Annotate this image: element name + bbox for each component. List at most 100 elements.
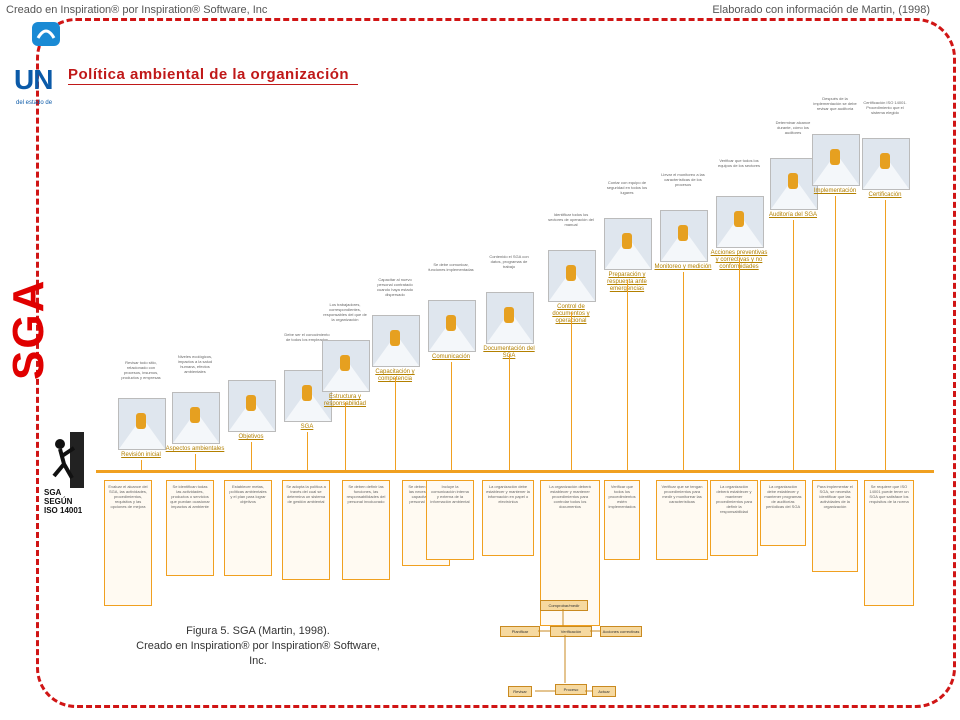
stage-label: Comunicación [431,354,471,360]
standard-label: SGA SEGÚN ISO 14001 [44,488,82,515]
flow-bottom-right: Actuar [592,686,616,697]
stage-item: Aspectos ambientales Niveles ecológicos, … [166,354,225,453]
stage-description: Revisar todo sitio, relacionado con proc… [121,360,161,380]
flow-right: Acciones correctivas [600,626,642,637]
side-label: SGA [4,278,53,380]
figure-caption: Figura 5. SGA (Martin, 1998). Creado en … [118,624,398,669]
caption-line1: Figura 5. SGA (Martin, 1998). [186,625,330,637]
stage-label: Objetivos [238,434,264,440]
climber-photo-icon [322,340,370,392]
caption-line2: Creado en Inspiration® por Inspiration® … [136,640,380,652]
description-box: Evaluar el alcance del SGA, las activida… [104,480,152,606]
stage-description: Identificar todos los sectores de operac… [548,212,594,227]
university-logo: UN del estado de [8,20,76,106]
stage-connector [251,442,252,470]
description-box: Se adopta la política a través del cual … [282,480,330,580]
stage-item: Preparación y respuesta ante emergencias… [604,180,657,293]
stage-description: Debe ser el conocimiento de todos los em… [284,332,330,342]
stage-connector [307,432,308,470]
stage-description: Determinar alcance durante, cómo los aud… [775,120,811,135]
stage-connector [835,196,836,470]
climber-photo-icon [716,196,764,248]
stage-connector [141,460,142,470]
standard-line1: SGA [44,488,62,497]
stage-connector [195,454,196,470]
stage-label: Monitoreo y medición [654,264,712,270]
climber-photo-icon [428,300,476,352]
stage-label: Auditoría del SGA [768,212,818,218]
stage-connector [793,220,794,470]
climber-photo-icon [172,392,220,444]
stage-label: Revisión inicial [121,452,161,458]
stage-connector [627,280,628,470]
climber-photo-icon [862,138,910,190]
climber-photo-icon [812,134,860,186]
flow-bottom-left: Revisar [508,686,532,697]
stage-label: Certificación [868,192,902,198]
climber-photo-icon [372,315,420,367]
stage-connector [509,354,510,470]
stage-description: Después de la implementación se debe rev… [813,96,857,111]
title-block: Política ambiental de la organización [68,66,358,85]
flow-top: Comprobar/medir [540,600,588,611]
stage-item: Objetivos [228,380,281,441]
stage-description: Contenido el SGA con datos, programas de… [489,254,529,269]
climber-photo-icon [228,380,276,432]
description-box: Para implementar el SGA, se necesita ide… [812,480,858,572]
logo-emblem-icon [32,22,60,46]
stage-connector [345,402,346,470]
standard-line3: ISO 14001 [44,506,83,515]
header-left-text: Creado en Inspiration® por Inspiration® … [6,4,268,16]
description-box: Verificar que se tengan procedimientos p… [656,480,708,560]
climber-photo-icon [548,250,596,302]
description-box: Se deben definir las funciones, las resp… [342,480,390,580]
stage-label: Aspectos ambientales [165,446,225,452]
description-box: La organización debe establecer y manten… [482,480,534,556]
stage-connector [739,258,740,470]
description-box: Verificar que todos los procedimientos e… [604,480,640,560]
stage-description: Los trabajadores, correspondientes, resp… [323,302,367,322]
stage-description: Niveles ecológicos, impactos a la salud … [177,354,213,374]
page-title: Política ambiental de la organización [68,66,350,83]
climber-photo-icon [118,398,166,450]
flow-connectors [535,609,600,692]
description-box: La organización debe establecer y manten… [760,480,806,546]
description-box: Se identifican todas las actividades, pr… [166,480,214,576]
stage-item: Documentación del SGA Contenido el SGA co… [483,254,539,360]
stage-item: Control de documentos y operacionalIdent… [548,212,601,325]
stage-item: Acciones preventivas y correctivas y no … [711,158,769,271]
stage-item: Comunicación Se debe comunicar, funciones… [428,262,481,361]
title-underline [68,84,358,85]
description-box: Se requiere que ISO 14001 puede tener un… [864,480,914,606]
stage-description: Se debe comunicar, funciones implementad… [428,262,474,272]
stage-label: Documentación del SGA [483,346,535,359]
stage-item: Monitoreo y medición Llevar el monitoreo … [654,172,713,271]
description-box: Establecer metas, políticas ambientales … [224,480,272,576]
dashed-frame [36,18,956,708]
stage-description: Verificar que todos los equipos de los s… [717,158,761,168]
logo-subtext: del estado de [16,100,53,106]
stage-item: Revisión inicial Revisar todo sitio, rela… [118,360,171,459]
climber-photo-icon [770,158,818,210]
stage-item: Certificación Certificación ISO 14001. Pr… [862,100,915,199]
climber-photo-icon [660,210,708,262]
stage-connector [395,377,396,470]
stage-description: Certificación ISO 14001. Procedimiento q… [863,100,907,115]
stage-connector [885,200,886,470]
stage-item: Estructura y responsabilidadLos trabajad… [322,302,375,408]
stage-label: Preparación y respuesta ante emergencias [607,272,647,292]
stage-connector [683,272,684,470]
header-right-text: Elaborado con información de Martin, (19… [712,4,930,16]
stage-description: Llevar el monitoreo a las característica… [661,172,705,187]
flow-bottom-mid: Proceso [555,684,587,695]
description-box: La organización deberá establecer y mant… [710,480,758,556]
stage-item: SGA Debe ser el conocimiento de todos los… [284,332,337,431]
stage-item: Capacitación y competenciaCapacitar al n… [372,277,425,383]
stage-connector [451,362,452,470]
stage-description: Capacitar al nuevo personal contratado c… [376,277,414,297]
stage-label: SGA [300,424,314,430]
climber-photo-icon [486,292,534,344]
climber-icon [52,432,84,488]
logo-text: UN [14,64,53,95]
